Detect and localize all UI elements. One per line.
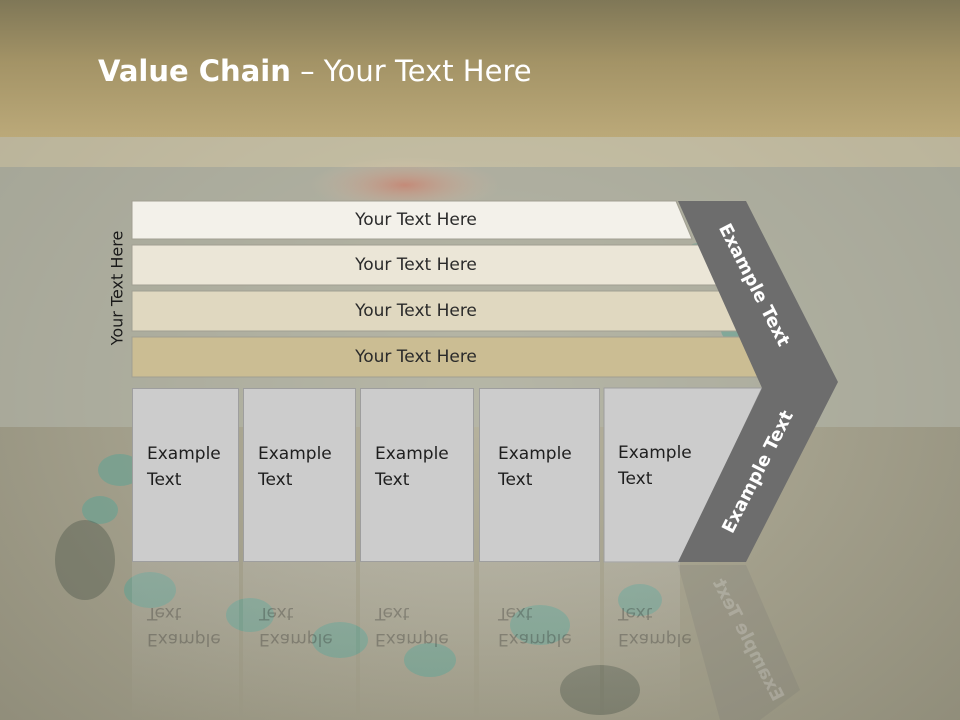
- box-5-line2: Text: [618, 469, 653, 489]
- title-rest: – Your Text Here: [290, 54, 532, 88]
- row-2: Your Text Here: [132, 246, 700, 284]
- box-3-line1: Example: [375, 444, 449, 464]
- box-1-line2: Text: [147, 470, 182, 490]
- box-4-reflection: [479, 562, 600, 720]
- box-5-reflection: [604, 562, 680, 720]
- chevron-shape: [678, 201, 838, 562]
- row-1: Your Text Here: [132, 201, 700, 239]
- box-4-line1: Example: [498, 444, 572, 464]
- box-2-line1: Example: [258, 444, 332, 464]
- box-3-reflection: [360, 562, 474, 720]
- row-4-label: Your Text Here: [355, 347, 477, 367]
- box-2-line2: Text: [258, 470, 293, 490]
- box-1-reflection: [132, 562, 239, 720]
- slide-title: Value Chain – Your Text Here: [98, 54, 532, 88]
- row-2-label: Your Text Here: [355, 255, 477, 275]
- title-band: [0, 0, 960, 137]
- box-5-line1: Example: [618, 443, 692, 463]
- box-3-line2: Text: [375, 470, 410, 490]
- title-strip: [0, 137, 960, 167]
- row-3-label: Your Text Here: [355, 301, 477, 321]
- row-4: Your Text Here: [132, 338, 700, 376]
- row-1-label: Your Text Here: [355, 210, 477, 230]
- title-bold: Value Chain: [98, 54, 291, 88]
- row-3: Your Text Here: [132, 292, 700, 330]
- chevron-reflection: [678, 565, 800, 720]
- box-2-reflection: [243, 562, 356, 720]
- box-1-line1: Example: [147, 444, 221, 464]
- row-1-shape: [131, 200, 693, 240]
- box-4-line2: Text: [498, 470, 533, 490]
